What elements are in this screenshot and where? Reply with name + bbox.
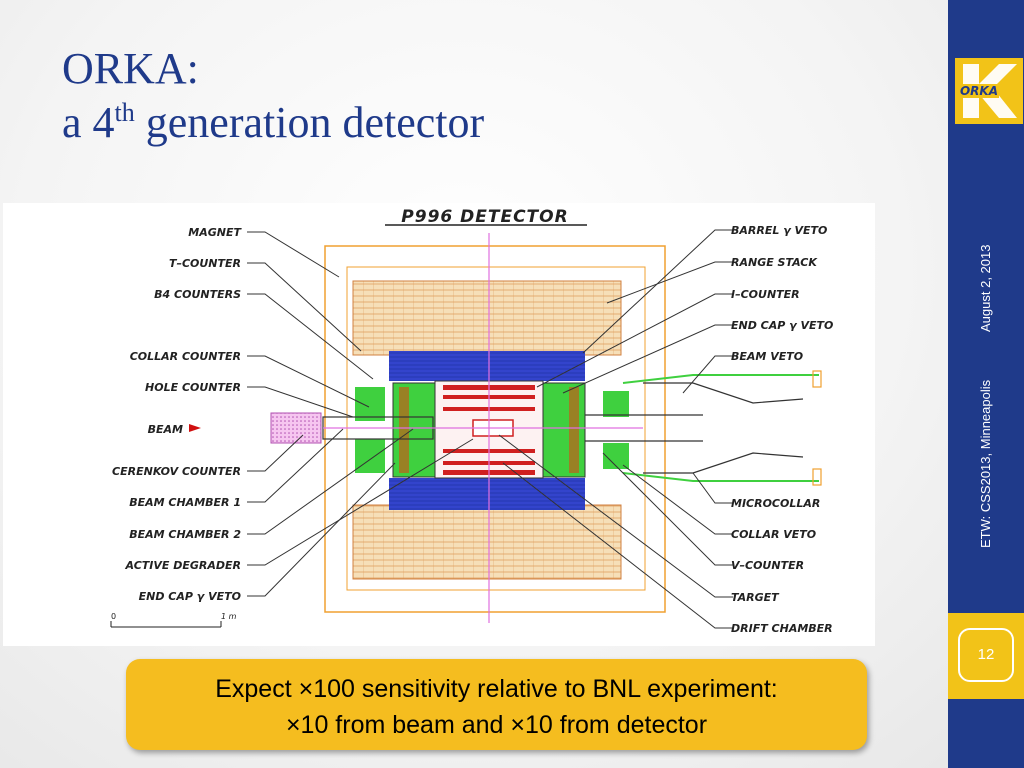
- barrel-veto-top: [389, 351, 585, 381]
- label-beam: BEAM: [148, 423, 183, 436]
- label-beam-chamber-2: BEAM CHAMBER 2: [129, 528, 241, 541]
- page-number: 12: [958, 628, 1014, 682]
- microcollar-upper: [622, 374, 819, 384]
- label-t-counter: T–COUNTER: [169, 257, 241, 270]
- label-cerenkov-counter: CERENKOV COUNTER: [112, 465, 241, 478]
- label-beam-chamber-1: BEAM CHAMBER 1: [129, 496, 241, 509]
- callout-line2: ×10 from beam and ×10 from detector: [285, 711, 708, 739]
- collar-veto-top: [603, 391, 629, 417]
- label-barrel-veto: BARREL γ VETO: [731, 224, 827, 237]
- beam-dump-lower: [812, 468, 822, 486]
- slide-date: August 2, 2013: [978, 244, 993, 332]
- cerenkov-counter: [270, 412, 322, 444]
- collar-counter-top: [355, 387, 385, 421]
- end-cap-left-crystals: [399, 387, 409, 473]
- label-magnet: MAGNET: [188, 226, 242, 239]
- label-end-cap-veto-right: END CAP γ VETO: [731, 319, 833, 332]
- title-prefix: a 4: [62, 98, 115, 147]
- beam-veto-lower-pipe: [643, 452, 804, 474]
- left-labels: MAGNET T–COUNTER B4 COUNTERS COLLAR COUN…: [112, 226, 242, 603]
- detector-diagram: P996 DETECTOR: [110, 207, 833, 635]
- detector-figure: P996 DETECTOR: [3, 203, 875, 646]
- label-drift-chamber: DRIFT CHAMBER: [731, 622, 833, 635]
- label-target: TARGET: [731, 591, 780, 604]
- end-cap-right-crystals: [569, 387, 579, 473]
- collar-counter-bottom: [355, 439, 385, 473]
- orka-logo: ORKA: [955, 58, 1023, 124]
- range-stack-top: [352, 280, 622, 356]
- slide-title: ORKA: a 4th generation detector: [62, 42, 484, 150]
- label-end-cap-veto-left: END CAP γ VETO: [139, 590, 241, 603]
- orka-logo-graphic: ORKA: [955, 58, 1023, 124]
- beam-dump-upper: [812, 370, 822, 388]
- scale-end-label: 1 m: [221, 612, 237, 621]
- label-i-counter: I–COUNTER: [731, 288, 800, 301]
- logo-text: ORKA: [960, 84, 998, 98]
- label-beam-veto: BEAM VETO: [731, 350, 803, 363]
- magnet-outline: [324, 245, 666, 613]
- range-stack-bottom: [352, 504, 622, 580]
- label-collar-counter: COLLAR COUNTER: [130, 350, 241, 363]
- label-hole-counter: HOLE COUNTER: [145, 381, 241, 394]
- label-range-stack: RANGE STACK: [731, 256, 818, 269]
- barrel-veto-bottom: [389, 478, 585, 510]
- title-line1: ORKA:: [62, 44, 199, 93]
- beam-veto-upper-pipe: [643, 382, 804, 404]
- left-leader-lines: [247, 231, 474, 597]
- label-microcollar: MICROCOLLAR: [731, 497, 820, 510]
- label-v-counter: V–COUNTER: [731, 559, 804, 572]
- microcollar-lower: [622, 472, 819, 482]
- right-labels: BARREL γ VETO RANGE STACK I–COUNTER END …: [731, 224, 833, 635]
- beam-arrow: [189, 424, 201, 432]
- label-active-degrader: ACTIVE DEGRADER: [125, 559, 241, 572]
- title-suffix: generation detector: [134, 98, 485, 147]
- label-collar-veto: COLLAR VETO: [731, 528, 816, 541]
- page-number-bar: [948, 613, 1024, 699]
- label-b4-counters: B4 COUNTERS: [154, 288, 241, 301]
- figure-title: P996 DETECTOR: [401, 207, 568, 227]
- title-superscript: th: [114, 98, 135, 127]
- collar-veto-bottom: [603, 443, 629, 469]
- right-leader-lines: [498, 229, 733, 629]
- callout-line1: Expect ×100 sensitivity relative to BNL …: [215, 675, 778, 703]
- slide-footer: ETW: CSS2013, Minneapolis: [978, 379, 993, 548]
- callout-box: Expect ×100 sensitivity relative to BNL …: [126, 659, 867, 750]
- scale-start-label: 0: [111, 612, 116, 621]
